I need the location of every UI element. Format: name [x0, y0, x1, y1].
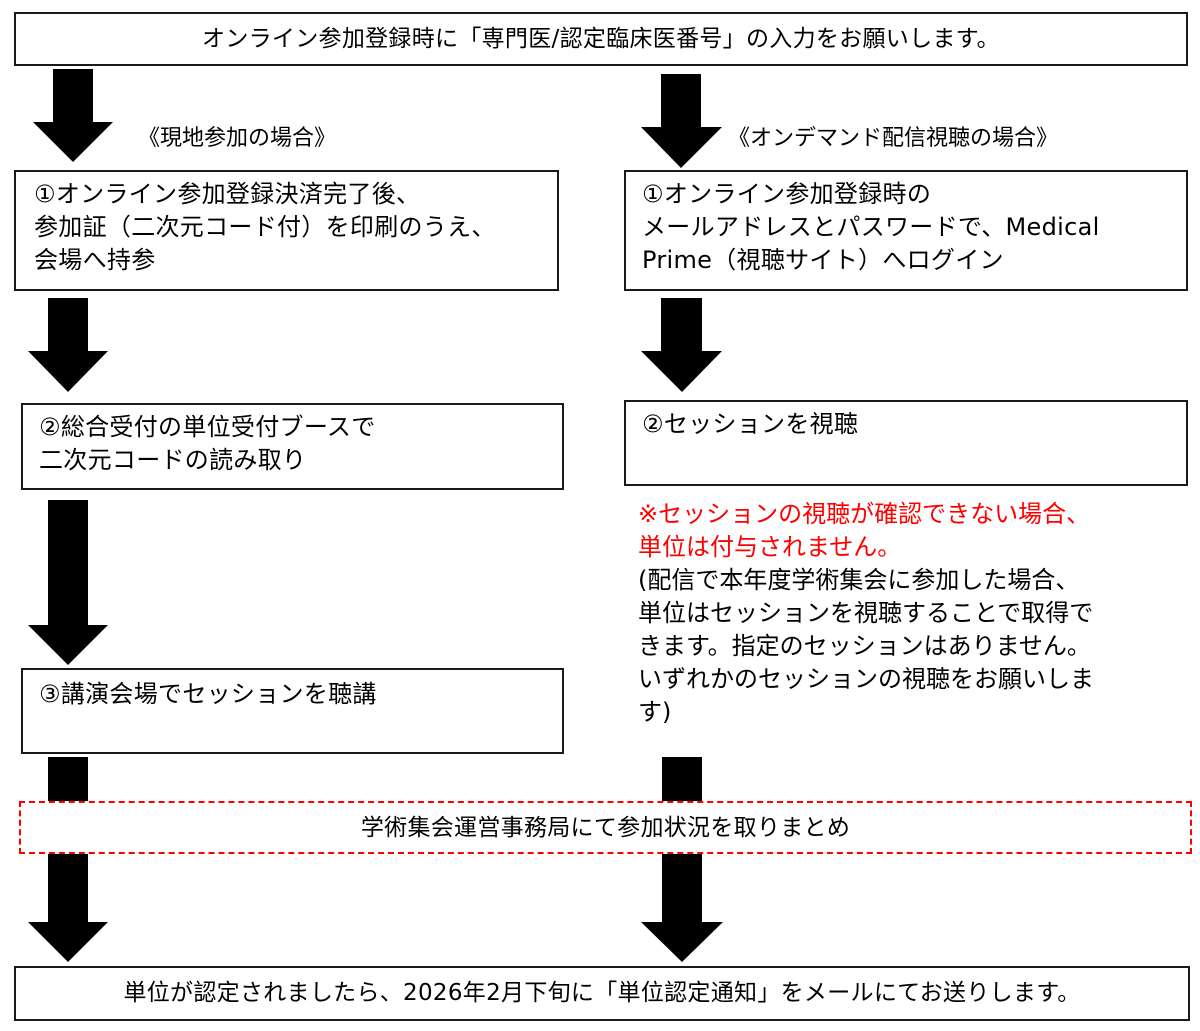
arrow-down-shape [28, 298, 108, 392]
arrow-down-icon [641, 298, 722, 392]
arrow-down-shape [641, 74, 722, 168]
right-column-heading: 《オンデマンド配信視聴の場合》 [728, 126, 1059, 151]
left-step-3-box: ③講演会場でセッションを聴講 [21, 668, 564, 754]
connector-bar [48, 757, 88, 803]
right-step-1-text: ①オンライン参加登録時の メールアドレスとパスワードで、Medical Prim… [642, 180, 1100, 274]
final-notice-box: 単位が認定されましたら、2026年2月下旬に「単位認定通知」をメールにてお送りし… [14, 966, 1190, 1021]
arrow-down-icon [28, 298, 108, 392]
left-step-2-text: ②総合受付の単位受付ブースで 二次元コードの読み取り [39, 413, 376, 474]
top-notice-text: オンライン参加登録時に「専門医/認定臨床医番号」の入力をお願いします。 [202, 26, 1000, 52]
arrow-down-icon [28, 854, 108, 962]
arrow-down-shape [641, 298, 722, 392]
final-notice-text: 単位が認定されましたら、2026年2月下旬に「単位認定通知」をメールにてお送りし… [123, 980, 1081, 1006]
left-step-2-box: ②総合受付の単位受付ブースで 二次元コードの読み取り [21, 403, 564, 490]
arrow-down-shape [641, 854, 723, 962]
connector-bar [662, 757, 702, 803]
arrow-down-shape [33, 69, 113, 162]
left-column-heading: 《現地参加の場合》 [138, 126, 337, 151]
right-note-text: (配信で本年度学術集会に参加した場合、 単位はセッションを視聴することで取得で … [638, 566, 1094, 726]
arrow-down-icon [33, 69, 113, 162]
right-step-2-box: ②セッションを視聴 [624, 400, 1188, 486]
summary-text: 学術集会運営事務局にて参加状況を取りまとめ [360, 815, 851, 841]
left-step-3-text: ③講演会場でセッションを聴講 [39, 680, 377, 708]
right-warning-text: ※セッションの視聴が確認できない場合、 単位は付与されません。 [638, 500, 1091, 561]
arrow-down-shape [28, 854, 108, 962]
top-notice-box: オンライン参加登録時に「専門医/認定臨床医番号」の入力をお願いします。 [14, 12, 1188, 66]
right-step-1-box: ①オンライン参加登録時の メールアドレスとパスワードで、Medical Prim… [624, 170, 1188, 291]
arrow-down-icon [641, 74, 722, 168]
left-step-1-text: ①オンライン参加登録決済完了後、 参加証（二次元コード付）を印刷のうえ、 会場へ… [34, 180, 496, 274]
arrow-down-icon [28, 500, 108, 665]
left-step-1-box: ①オンライン参加登録決済完了後、 参加証（二次元コード付）を印刷のうえ、 会場へ… [14, 170, 559, 291]
summary-box: 学術集会運営事務局にて参加状況を取りまとめ [19, 801, 1192, 854]
right-step-2-text: ②セッションを視聴 [642, 410, 859, 438]
arrow-down-shape [28, 500, 108, 665]
arrow-down-icon [641, 854, 723, 962]
